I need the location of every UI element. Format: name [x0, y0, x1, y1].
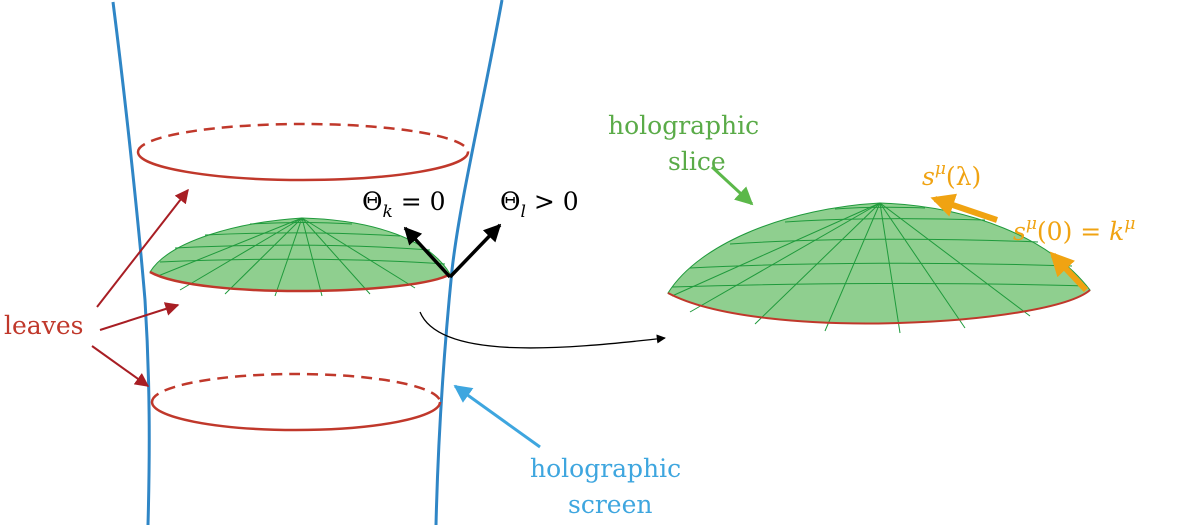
leaf-middle-slice [149, 217, 451, 297]
theta-l-label: Θl > 0 [500, 187, 579, 222]
arrow-icon [448, 223, 502, 279]
theta-k-label: Θk = 0 [362, 187, 446, 222]
leaf-pointer-arrows [91, 188, 189, 387]
arrow-icon [453, 384, 541, 449]
s-zero-label: sμ(0) = kμ [1013, 214, 1135, 246]
arrow-icon [710, 165, 754, 206]
leaf-top [136, 122, 470, 182]
curved-arrow-icon [419, 311, 666, 349]
leaf-bottom [150, 372, 442, 432]
screen-right-curve [434, 0, 504, 526]
holographic-slice-label-line1: holographic [608, 111, 759, 140]
arrow-icon [403, 226, 452, 279]
holographic-screen-label-line1: holographic [530, 454, 681, 483]
arrow-icon [930, 193, 998, 223]
slice-edge [149, 270, 451, 293]
enlarged-holographic-slice [667, 202, 1091, 334]
tangent-vectors [930, 193, 1089, 293]
holographic-screen-label-line2: screen [568, 490, 652, 519]
arrow-icon [96, 188, 189, 308]
arrow-icon [1049, 251, 1089, 293]
holographic-screen [111, 0, 504, 526]
screen-left-curve [111, 1, 151, 526]
arrow-icon [91, 345, 150, 387]
leaves-label: leaves [4, 311, 83, 340]
s-lambda-label: sμ(λ) [922, 159, 981, 191]
normal-vectors [403, 223, 502, 279]
slice-grid [157, 217, 446, 297]
arrow-icon [99, 302, 180, 331]
enlarged-slice-edge [667, 289, 1091, 325]
enlarged-slice-grid [671, 202, 1087, 334]
